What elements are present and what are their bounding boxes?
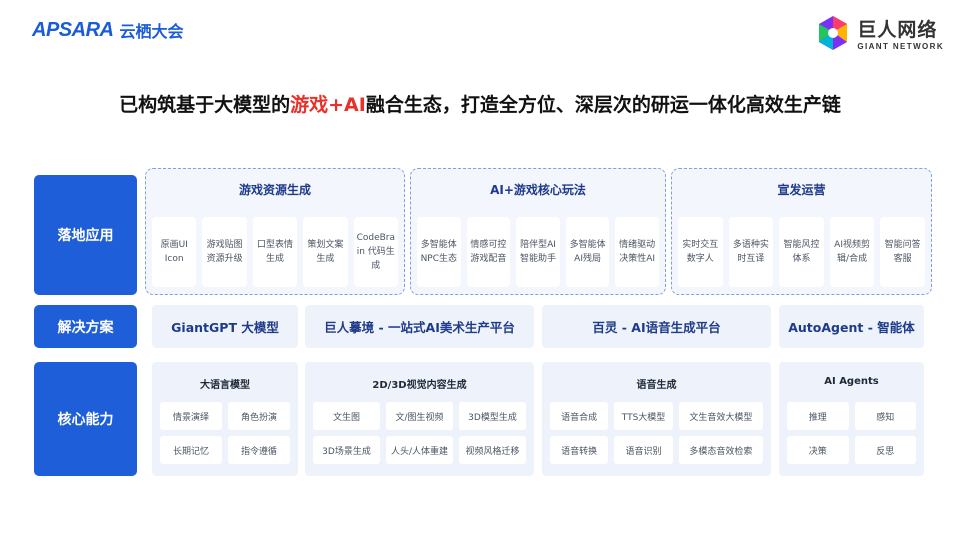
app-group-resource-gen: 游戏资源生成 原画UI Icon 游戏贴图 资源升级 口型表情 生成 策划文案 … xyxy=(145,168,405,295)
app-card: 策划文案 生成 xyxy=(303,217,348,287)
core-group-title: AI Agents xyxy=(824,376,879,387)
core-pill: 角色扮演 xyxy=(228,402,290,430)
app-card: 情绪驱动 决策性AI xyxy=(615,217,659,287)
apsara-brand: APSARA 云栖大会 xyxy=(32,18,183,42)
app-card: 多智能体 AI残局 xyxy=(565,217,610,287)
core-pill: 文/图生视频 xyxy=(386,402,453,430)
app-card: 陪伴型AI 智能助手 xyxy=(516,217,560,287)
core-pill: 视频风格迁移 xyxy=(459,436,526,464)
core-pill: 人头/人体重建 xyxy=(386,436,453,464)
core-group-agents: AI Agents 推理 感知 决策 反思 xyxy=(779,362,924,476)
solution-mojing: 巨人摹境 - 一站式AI美术生产平台 xyxy=(305,305,534,348)
headline-part1: 已构筑基于大模型的 xyxy=(119,94,291,116)
app-group-title: 游戏资源生成 xyxy=(238,183,311,197)
app-card: 多语种实 时互译 xyxy=(728,217,774,287)
core-pill: TTS大模型 xyxy=(614,402,673,430)
app-card: 情感可控 游戏配音 xyxy=(466,217,511,287)
headline-highlight: 游戏+AI xyxy=(290,94,366,116)
core-pill: 语音识别 xyxy=(614,436,673,464)
core-pill: 3D模型生成 xyxy=(459,402,526,430)
app-card: 口型表情 生成 xyxy=(252,217,298,287)
core-group-visual: 2D/3D视觉内容生成 文生图 文/图生视频 3D模型生成 3D场景生成 人头/… xyxy=(305,362,534,476)
logo-en: GIANT NETWORK xyxy=(857,42,944,51)
solution-giantgpt: GiantGPT 大模型 xyxy=(152,305,298,348)
logo-cn: 巨人网络 xyxy=(857,19,938,41)
row-label-applications: 落地应用 xyxy=(34,175,137,295)
app-card: 实时交互 数字人 xyxy=(678,217,723,287)
core-pill: 情景演绎 xyxy=(160,402,222,430)
core-pill: 反思 xyxy=(854,436,916,464)
giant-network-logo: 巨人网络 GIANT NETWORK xyxy=(815,14,944,52)
app-card: AI视频剪 辑/合成 xyxy=(829,217,875,287)
core-pill: 语音转换 xyxy=(550,436,609,464)
app-group-title: 宣发运营 xyxy=(777,183,826,197)
app-card: 多智能体 NPC生态 xyxy=(417,217,461,287)
app-card: CodeBra in 代码生 成 xyxy=(353,217,398,287)
core-pill: 文生图 xyxy=(313,402,380,430)
app-card: 原画UI Icon xyxy=(152,217,197,287)
solution-bailing: 百灵 - AI语音生成平台 xyxy=(542,305,771,348)
solution-autoagent: AutoAgent - 智能体 xyxy=(779,305,924,348)
core-pill: 语音合成 xyxy=(550,402,609,430)
row-label-solutions: 解决方案 xyxy=(34,305,137,348)
app-card: 智能风控 体系 xyxy=(779,217,824,287)
core-group-title: 语音生成 xyxy=(636,380,677,391)
core-pill: 长期记忆 xyxy=(160,436,222,464)
giant-logo-icon xyxy=(819,16,848,50)
core-pill: 决策 xyxy=(787,436,849,464)
core-pill: 指令遵循 xyxy=(228,436,290,464)
core-group-voice: 语音生成 语音合成 TTS大模型 文生音效大模型 语音转换 语音识别 多模态音效… xyxy=(542,362,771,476)
app-group-core-gameplay: AI+游戏核心玩法 多智能体 NPC生态 情感可控 游戏配音 陪伴型AI 智能助… xyxy=(410,168,666,295)
brand-en: APSARA xyxy=(32,18,114,41)
core-group-llm: 大语言模型 情景演绎 角色扮演 长期记忆 指令遵循 xyxy=(152,362,298,476)
core-pill: 推理 xyxy=(787,402,849,430)
app-group-title: AI+游戏核心玩法 xyxy=(490,183,586,197)
core-pill: 多模态音效检索 xyxy=(678,436,763,464)
core-group-title: 大语言模型 xyxy=(200,380,250,391)
app-card: 智能问答 客服 xyxy=(880,217,925,287)
core-pill: 文生音效大模型 xyxy=(678,402,763,430)
brand-cn: 云栖大会 xyxy=(119,22,184,41)
headline-part2: 融合生态，打造全方位、深层次的研运一体化高效生产链 xyxy=(365,94,841,116)
core-group-title: 2D/3D视觉内容生成 xyxy=(372,380,467,391)
headline: 已构筑基于大模型的游戏+AI融合生态，打造全方位、深层次的研运一体化高效生产链 xyxy=(0,90,960,117)
core-pill: 3D场景生成 xyxy=(313,436,380,464)
app-group-operations: 宣发运营 实时交互 数字人 多语种实 时互译 智能风控 体系 AI视频剪 辑/合… xyxy=(671,168,932,295)
app-card: 游戏贴图 资源升级 xyxy=(202,217,247,287)
core-pill: 感知 xyxy=(854,402,916,430)
row-label-core: 核心能力 xyxy=(34,362,137,476)
